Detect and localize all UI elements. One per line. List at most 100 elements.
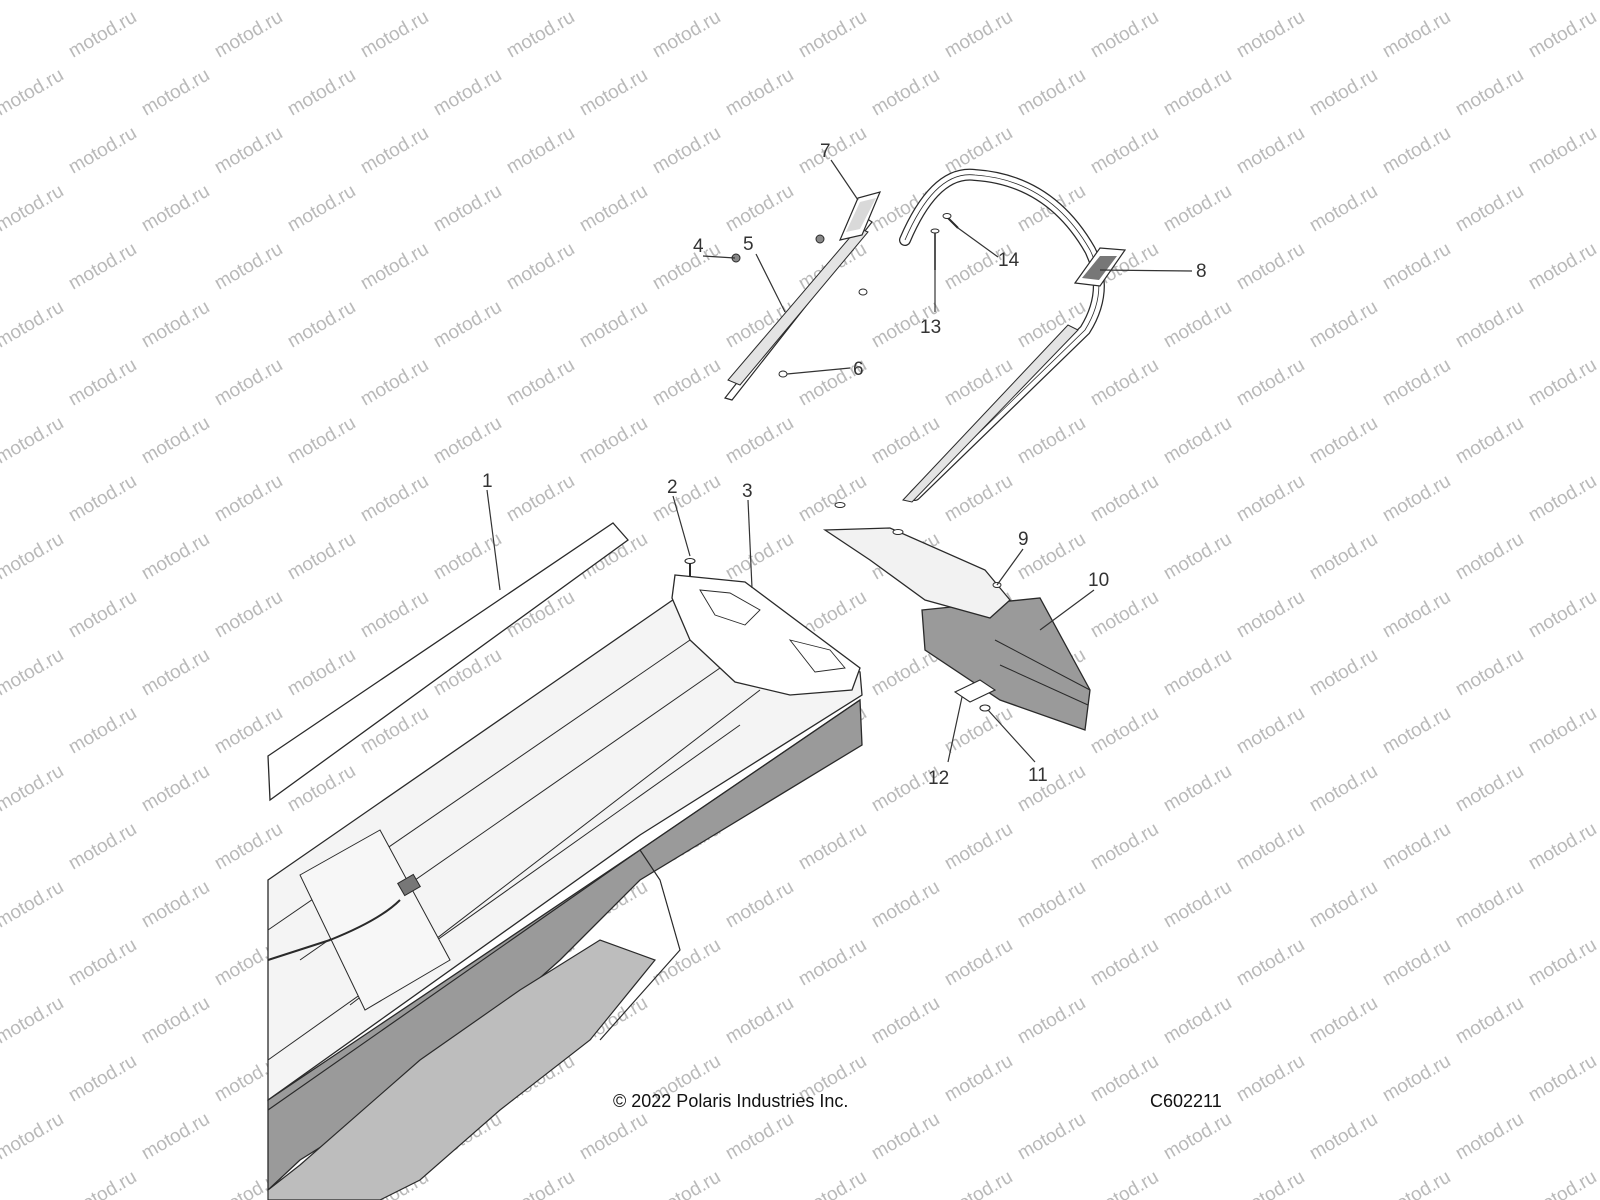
watermark-text: motod.ru — [868, 0, 943, 4]
watermark-text: motod.ru — [65, 1051, 140, 1107]
watermark-text: motod.ru — [1014, 761, 1089, 817]
watermark-text: motod.ru — [1233, 355, 1308, 411]
watermark-text: motod.ru — [1452, 413, 1527, 469]
watermark-text: motod.ru — [649, 471, 724, 527]
watermark-text: motod.ru — [0, 181, 67, 237]
watermark-text: motod.ru — [1233, 1051, 1308, 1107]
watermark-text: motod.ru — [868, 65, 943, 121]
watermark-text: motod.ru — [649, 7, 724, 63]
callout-9: 9 — [1018, 529, 1029, 550]
watermark-text: motod.ru — [430, 181, 505, 237]
watermark-text: motod.ru — [1160, 877, 1235, 933]
watermark-text: motod.ru — [503, 123, 578, 179]
watermark-text: motod.ru — [1525, 7, 1600, 63]
watermark-text: motod.ru — [1525, 703, 1600, 759]
watermark-text: motod.ru — [941, 1167, 1016, 1200]
watermark-text: motod.ru — [211, 355, 286, 411]
watermark-text: motod.ru — [0, 297, 67, 353]
part-3-bracket — [671, 574, 861, 696]
watermark-text: motod.ru — [1379, 1167, 1454, 1200]
watermark-text: motod.ru — [1233, 703, 1308, 759]
watermark-text: motod.ru — [1160, 0, 1235, 4]
watermark-text: motod.ru — [868, 993, 943, 1049]
tunnel-assembly — [267, 594, 863, 1200]
diagram-code: C602211 — [1150, 1091, 1222, 1111]
watermark-text: motod.ru — [576, 297, 651, 353]
watermark-text: motod.ru — [138, 297, 213, 353]
watermark-text: motod.ru — [0, 877, 67, 933]
watermark-text: motod.ru — [649, 1167, 724, 1200]
watermark-text: motod.ru — [1379, 1051, 1454, 1107]
watermark-text: motod.ru — [1160, 645, 1235, 701]
watermark-text: motod.ru — [357, 239, 432, 295]
watermark-text: motod.ru — [211, 7, 286, 63]
watermark-text: motod.ru — [0, 529, 67, 585]
watermark-text: motod.ru — [722, 181, 797, 237]
watermark-text: motod.ru — [211, 819, 286, 875]
callout-5: 5 — [743, 234, 754, 255]
watermark-text: motod.ru — [357, 7, 432, 63]
watermark-text: motod.ru — [1379, 819, 1454, 875]
watermark-text: motod.ru — [284, 413, 359, 469]
watermark-text: motod.ru — [211, 239, 286, 295]
watermark-text: motod.ru — [0, 0, 67, 4]
watermark-text: motod.ru — [1233, 587, 1308, 643]
watermark-text: motod.ru — [65, 1167, 140, 1200]
watermark-text: motod.ru — [138, 993, 213, 1049]
watermark-text: motod.ru — [1087, 703, 1162, 759]
watermark-text: motod.ru — [722, 0, 797, 4]
watermark-text: motod.ru — [1087, 1167, 1162, 1200]
watermark-text: motod.ru — [1379, 703, 1454, 759]
grab-bar-loop — [899, 168, 1105, 503]
watermark-text: motod.ru — [649, 123, 724, 179]
watermark-text: motod.ru — [1014, 0, 1089, 4]
watermark-text: motod.ru — [357, 123, 432, 179]
watermark-text: motod.ru — [1087, 7, 1162, 63]
watermark-text: motod.ru — [138, 1109, 213, 1165]
watermark-text: motod.ru — [1525, 1167, 1600, 1200]
watermark-text: motod.ru — [138, 413, 213, 469]
watermark-text: motod.ru — [1379, 587, 1454, 643]
watermark-text: motod.ru — [1525, 587, 1600, 643]
watermark-text: motod.ru — [503, 239, 578, 295]
watermark-text: motod.ru — [1160, 297, 1235, 353]
part-7-decal — [838, 191, 882, 241]
watermark-text: motod.ru — [1379, 355, 1454, 411]
watermark-text: motod.ru — [576, 1109, 651, 1165]
watermark-text: motod.ru — [1233, 935, 1308, 991]
watermark-text: motod.ru — [941, 819, 1016, 875]
watermark-text: motod.ru — [649, 935, 724, 991]
part-13-pin — [930, 228, 940, 270]
watermark-text: motod.ru — [1452, 1109, 1527, 1165]
part-14-bolt — [942, 213, 959, 229]
watermark-text: motod.ru — [1014, 413, 1089, 469]
watermark-text: motod.ru — [503, 7, 578, 63]
watermark-text: motod.ru — [1306, 297, 1381, 353]
watermark-text: motod.ru — [1306, 0, 1381, 4]
part-6-screw — [778, 288, 868, 378]
leader-lines — [486, 159, 1193, 763]
watermark-text: motod.ru — [1525, 355, 1600, 411]
watermark-text: motod.ru — [430, 297, 505, 353]
watermark-text: motod.ru — [795, 123, 870, 179]
watermark-text: motod.ru — [211, 123, 286, 179]
watermark-text: motod.ru — [1379, 471, 1454, 527]
watermark-text: motod.ru — [138, 529, 213, 585]
watermark-text: motod.ru — [1379, 935, 1454, 991]
watermark-text: motod.ru — [1379, 123, 1454, 179]
watermark-text: motod.ru — [795, 819, 870, 875]
part-2-bolt — [684, 557, 696, 576]
watermark-text: motod.ru — [795, 1167, 870, 1200]
watermark-text: motod.ru — [1087, 355, 1162, 411]
watermark-text: motod.ru — [0, 761, 67, 817]
watermark-text: motod.ru — [357, 355, 432, 411]
watermark-text: motod.ru — [0, 65, 67, 121]
watermark-text: motod.ru — [1014, 877, 1089, 933]
callout-1: 1 — [482, 471, 493, 492]
watermark-text: motod.ru — [0, 993, 67, 1049]
watermark-text: motod.ru — [211, 703, 286, 759]
watermark-text: motod.ru — [138, 877, 213, 933]
watermark-text: motod.ru — [503, 355, 578, 411]
